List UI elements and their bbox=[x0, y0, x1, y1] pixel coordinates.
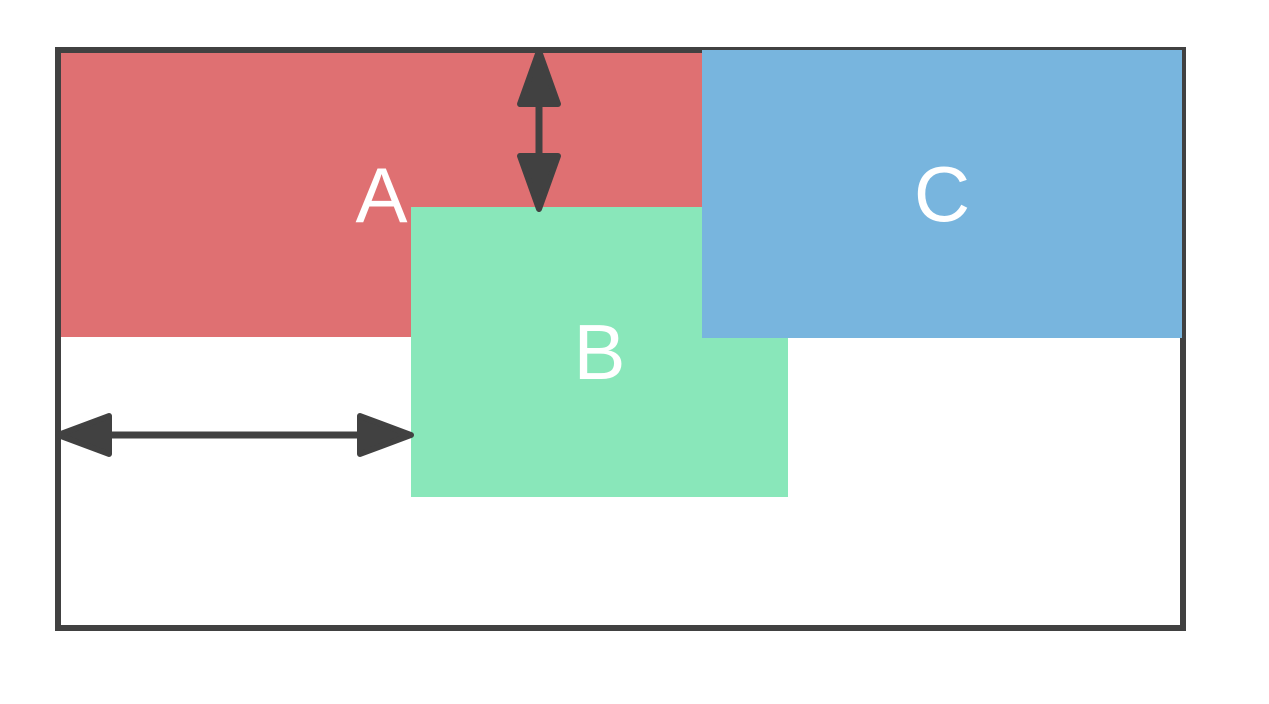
region-a-label: A bbox=[355, 151, 408, 239]
region-b-label: B bbox=[573, 308, 626, 396]
region-c: C bbox=[702, 50, 1182, 338]
region-c-label: C bbox=[913, 150, 971, 238]
outer-frame bbox=[55, 47, 1186, 631]
